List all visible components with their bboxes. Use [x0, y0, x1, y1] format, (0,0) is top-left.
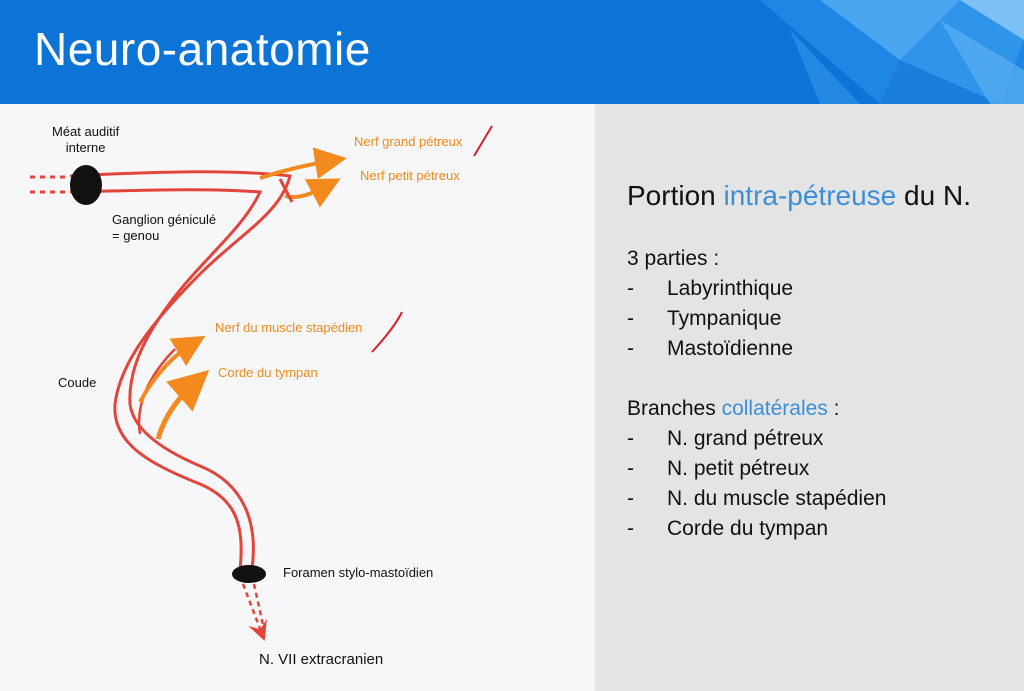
tick-mark-greater-petrosal: [473, 125, 493, 157]
heading-accent: intra-pétreuse: [723, 180, 897, 211]
meatus-opening: [70, 165, 102, 205]
label-meatus: Méat auditif interne: [52, 124, 120, 155]
heading-prefix: Portion: [627, 180, 724, 211]
list-item: -Labyrinthique: [627, 277, 794, 300]
list-item: -N. petit pétreux: [627, 457, 810, 480]
branches-list: -N. grand pétreux -N. petit pétreux -N. …: [627, 424, 1024, 544]
tick-mark-stapedius: [371, 311, 403, 353]
facial-nerve-drawing: [30, 125, 493, 642]
lesser-petrosal-branch: [284, 178, 341, 208]
list-item: -Corde du tympan: [627, 517, 829, 540]
nerve-inner-contour: [69, 188, 263, 570]
header-bar: Neuro-anatomie: [0, 0, 1024, 104]
nerve-diagram: Méat auditif interne Ganglion géniculé =…: [0, 104, 595, 691]
label-greater-petrosal: Nerf grand pétreux: [354, 134, 463, 149]
stapedius-branch: [138, 335, 206, 403]
label-lesser-petrosal: Nerf petit pétreux: [360, 168, 460, 183]
label-chorda-tympani: Corde du tympan: [218, 365, 318, 380]
parts-list: -Labyrinthique -Tympanique -Mastoïdienne: [627, 274, 1024, 364]
label-coude: Coude: [58, 375, 97, 390]
extracranial-dashed-nerve: [241, 583, 267, 642]
content-panel: Portion intra-pétreuse du N. 3 parties :…: [627, 178, 1024, 544]
parts-title: 3 parties :: [627, 247, 720, 270]
branches-title-accent: collatérales: [721, 397, 828, 420]
list-item: -Tympanique: [627, 307, 782, 330]
heading-suffix: du N.: [896, 180, 971, 211]
label-extracranial: N. VII extracranien: [259, 651, 384, 668]
header-polygon-decoration: [760, 0, 1024, 104]
section-heading: Portion intra-pétreuse du N.: [627, 178, 1024, 214]
label-ganglion: Ganglion géniculé = genou: [112, 212, 217, 243]
label-foramen: Foramen stylo-mastoïdien: [283, 565, 434, 580]
chorda-tympani-branch: [155, 370, 210, 440]
list-item: -Mastoïdienne: [627, 337, 794, 360]
label-stapedius: Nerf du muscle stapédien: [215, 320, 363, 335]
incoming-dashed-nerve: [30, 175, 70, 194]
list-item: -N. grand pétreux: [627, 427, 824, 450]
list-item: -N. du muscle stapédien: [627, 487, 887, 510]
greater-petrosal-branch: [259, 147, 347, 180]
page-title: Neuro-anatomie: [34, 23, 371, 75]
foramen-opening: [232, 565, 266, 583]
branches-title: Branches collatérales :: [627, 397, 840, 420]
